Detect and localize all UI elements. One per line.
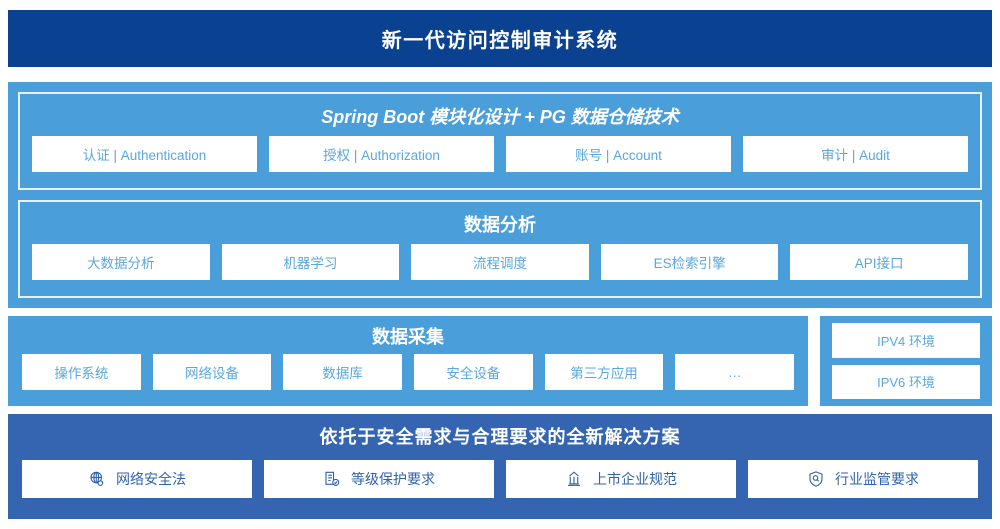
platform-card-row: 认证 | Authentication 授权 | Authorization 账… <box>32 132 968 176</box>
shield-search-icon <box>807 470 825 488</box>
environment-section: IPV4 环境 IPV6 环境 <box>820 316 992 406</box>
collection-card-operating-system[interactable]: 操作系统 <box>22 354 141 390</box>
environment-card-ipv6[interactable]: IPV6 环境 <box>832 364 980 399</box>
analysis-card-api[interactable]: API接口 <box>790 244 968 280</box>
collection-section: 数据采集 操作系统 网络设备 数据库 安全设备 第三方应用 … <box>8 316 808 406</box>
analysis-card-process-scheduling[interactable]: 流程调度 <box>411 244 589 280</box>
page-header: 新一代访问控制审计系统 <box>8 10 992 67</box>
solution-card-label: 行业监管要求 <box>835 470 919 487</box>
solution-card-label: 网络安全法 <box>116 470 186 487</box>
platform-card-authentication[interactable]: 认证 | Authentication <box>32 136 257 172</box>
collection-card-third-party-app[interactable]: 第三方应用 <box>544 354 664 390</box>
collection-section-title: 数据采集 <box>372 327 444 347</box>
platform-card-account[interactable]: 账号 | Account <box>506 136 731 172</box>
analysis-section-title: 数据分析 <box>464 215 536 235</box>
platform-card-authorization[interactable]: 授权 | Authorization <box>269 136 494 172</box>
environment-card-ipv4[interactable]: IPV4 环境 <box>832 323 980 358</box>
solution-card-listed-company-standard[interactable]: 上市企业规范 <box>506 459 736 498</box>
solutions-section: 依托于安全需求与合理要求的全新解决方案 网络安全法 <box>8 414 992 519</box>
solution-card-label: 等级保护要求 <box>351 470 435 487</box>
solutions-card-row: 网络安全法 等级保护要求 <box>22 452 978 505</box>
document-check-icon <box>323 470 341 488</box>
platform-card-audit[interactable]: 审计 | Audit <box>743 136 968 172</box>
page-title: 新一代访问控制审计系统 <box>381 30 619 52</box>
analysis-card-row: 大数据分析 机器学习 流程调度 ES检索引擎 API接口 <box>32 240 968 284</box>
collection-card-database[interactable]: 数据库 <box>283 354 403 390</box>
solution-card-cybersecurity-law[interactable]: 网络安全法 <box>22 459 252 498</box>
collection-row: 数据采集 操作系统 网络设备 数据库 安全设备 第三方应用 … IPV4 环境 … <box>8 316 992 406</box>
analysis-section: 数据分析 大数据分析 机器学习 流程调度 ES检索引擎 API接口 <box>18 200 982 298</box>
analysis-card-machine-learning[interactable]: 机器学习 <box>221 244 400 280</box>
collection-card-network-device[interactable]: 网络设备 <box>152 354 272 390</box>
collection-card-more[interactable]: … <box>675 354 795 390</box>
collection-card-security-device[interactable]: 安全设备 <box>414 354 533 390</box>
solution-card-classified-protection[interactable]: 等级保护要求 <box>264 459 494 498</box>
platform-section: Spring Boot 模块化设计 + PG 数据仓储技术 认证 | Authe… <box>18 92 982 190</box>
globe-network-icon <box>88 470 106 488</box>
platform-analysis-group: Spring Boot 模块化设计 + PG 数据仓储技术 认证 | Authe… <box>8 82 992 308</box>
solution-card-industry-regulation[interactable]: 行业监管要求 <box>748 459 978 498</box>
platform-section-title: Spring Boot 模块化设计 + PG 数据仓储技术 <box>321 107 679 127</box>
analysis-card-es-search-engine[interactable]: ES检索引擎 <box>600 244 779 280</box>
collection-card-row: 操作系统 网络设备 数据库 安全设备 第三方应用 … <box>22 352 795 392</box>
analysis-card-big-data[interactable]: 大数据分析 <box>32 244 210 280</box>
bank-building-icon <box>565 470 583 488</box>
solutions-section-title: 依托于安全需求与合理要求的全新解决方案 <box>319 427 681 447</box>
solution-card-label: 上市企业规范 <box>593 470 677 487</box>
